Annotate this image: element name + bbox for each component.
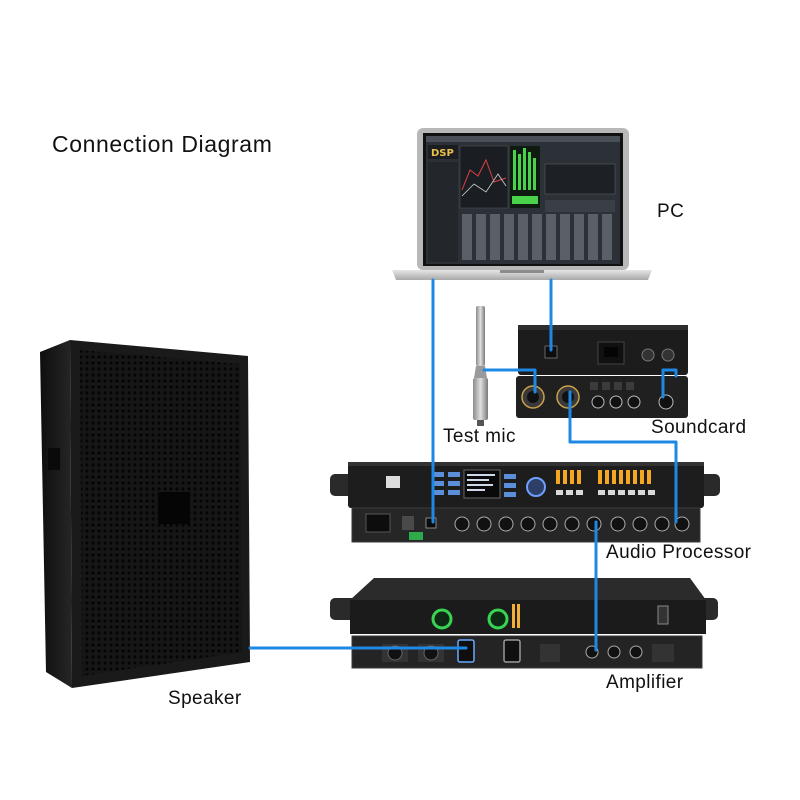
laptop-base: [392, 270, 652, 280]
amp-power-switch: [657, 605, 669, 625]
processor-front-panel: [348, 462, 704, 508]
processor-meters: [556, 470, 651, 484]
laptop-screen: DSP: [426, 136, 620, 264]
diagram-title: Connection Diagram: [52, 131, 273, 157]
laptop-pc: DSP: [392, 128, 652, 280]
label-speaker: Speaker: [168, 688, 242, 709]
processor-xlr-inputs: [610, 516, 690, 532]
dsp-logo-text: DSP: [431, 148, 454, 159]
processor-encoder-knob: [526, 477, 546, 497]
label-audio-processor: Audio Processor: [606, 542, 752, 563]
amp-speakon-output: [457, 639, 475, 663]
amp-rear-panel: [351, 635, 703, 669]
label-amplifier: Amplifier: [606, 672, 684, 693]
processor-buttons: [432, 472, 516, 497]
cable-soundcard-to-processor-input: [568, 390, 678, 524]
amplifier: [330, 578, 718, 669]
processor-usb-port: [425, 517, 437, 529]
processor-xlr-outputs: [454, 516, 602, 532]
speaker-cabinet: [40, 340, 250, 688]
speaker-side: [40, 340, 72, 688]
audio-processor: [330, 462, 720, 543]
cables: [248, 278, 678, 652]
cable-soundcard-loop: [661, 368, 678, 399]
amp-gain-knob-2: [487, 608, 509, 630]
label-soundcard: Soundcard: [651, 417, 747, 438]
test-mic: [473, 306, 488, 426]
amp-front-panel: [350, 600, 706, 634]
speaker-badge: [158, 492, 190, 524]
amp-gain-knob-1: [431, 608, 453, 630]
cable-mic-to-soundcard: [482, 368, 537, 394]
label-test-mic: Test mic: [443, 426, 516, 447]
label-pc: PC: [657, 201, 685, 222]
soundcard: [516, 325, 688, 418]
